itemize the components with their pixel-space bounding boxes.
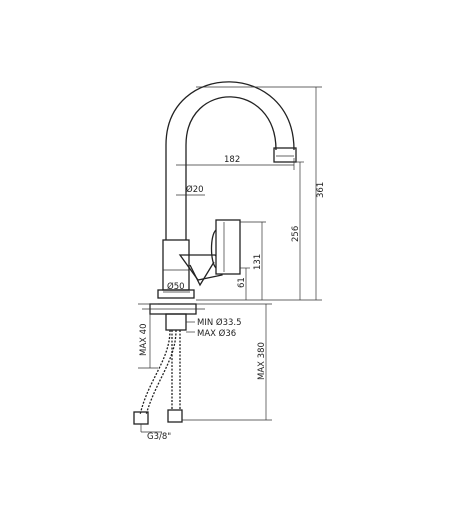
dimension-lines	[138, 86, 322, 433]
spout-gooseneck	[165, 81, 297, 240]
label-body-diameter: Ø50	[167, 281, 185, 292]
label-thread: G3/8"	[147, 432, 171, 442]
label-handle-height: 131	[253, 254, 263, 270]
faucet-handle	[210, 219, 241, 275]
label-total-height: 361	[316, 182, 326, 198]
base-plate	[142, 289, 205, 331]
label-reach: 182	[224, 155, 240, 165]
label-hose-length: MAX 380	[257, 342, 267, 380]
label-outlet-height: 256	[291, 226, 301, 242]
label-body-height: 61	[237, 277, 247, 288]
label-max-hole: MAX Ø36	[197, 328, 236, 339]
label-min-hole: MIN Ø33.5	[197, 317, 242, 328]
label-tube-diameter: Ø20	[186, 184, 204, 195]
label-max-deck: MAX 40	[139, 324, 149, 357]
